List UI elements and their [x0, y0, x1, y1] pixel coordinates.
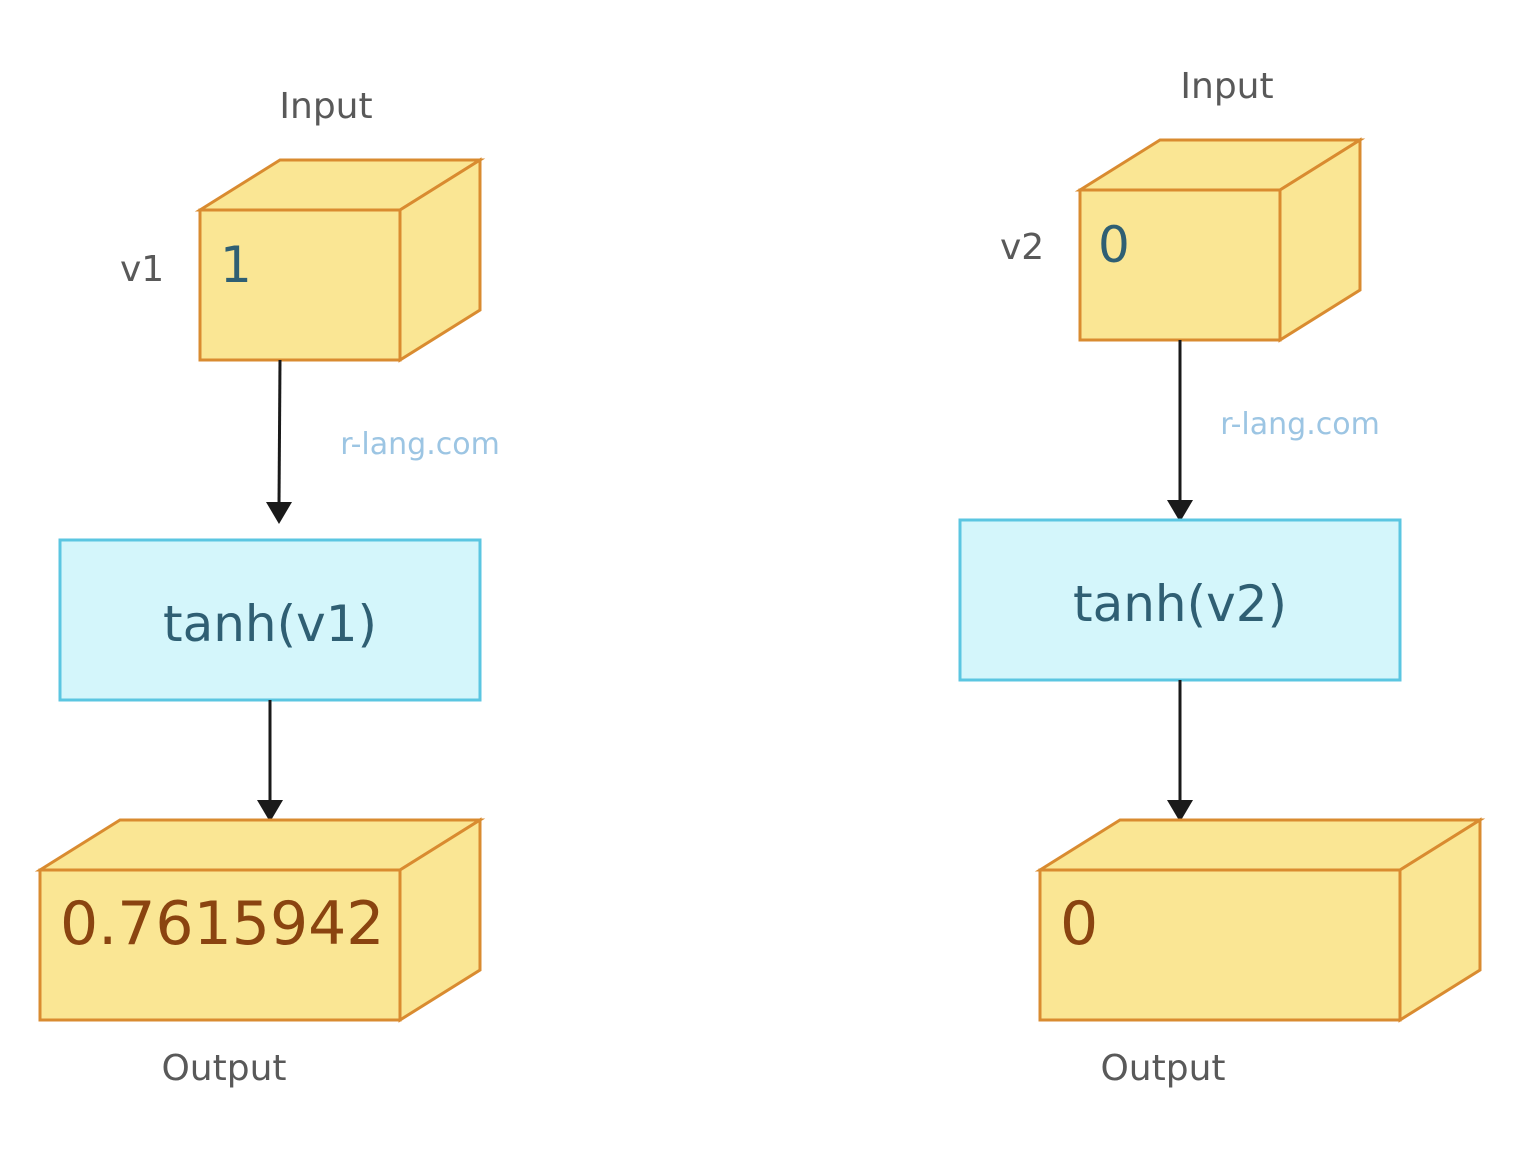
- function-label: tanh(v1): [163, 595, 377, 653]
- diagram-v1: Input v1 1 r-lang.com tanh(v1) 0.7615942…: [34, 86, 500, 1089]
- function-box: [58, 538, 482, 702]
- output-value: 0: [1060, 889, 1098, 959]
- input-cube: [194, 157, 486, 363]
- watermark: r-lang.com: [1220, 407, 1380, 442]
- arrow-function-to-output: [257, 700, 283, 822]
- output-label: Output: [1100, 1048, 1225, 1089]
- input-value: 0: [1098, 216, 1130, 274]
- output-cube: [34, 817, 486, 1023]
- arrow-input-to-function: [266, 359, 292, 524]
- output-cube-front: [1038, 868, 1402, 1022]
- output-cube-front: [38, 868, 402, 1022]
- diagram-v2: Input v2 0 r-lang.com tanh(v2) 0 Output: [958, 66, 1486, 1089]
- output-label: Output: [161, 1048, 286, 1089]
- input-label: Input: [279, 86, 372, 127]
- input-cube: [1074, 137, 1366, 343]
- variable-label: v1: [120, 249, 164, 290]
- input-cube-front: [1078, 188, 1282, 342]
- input-cube-front: [198, 208, 402, 362]
- arrow-function-to-output: [1167, 680, 1193, 822]
- arrow-input-to-function: [1167, 340, 1193, 522]
- input-value: 1: [220, 236, 252, 294]
- watermark: r-lang.com: [340, 427, 500, 462]
- output-cube: [1034, 817, 1486, 1023]
- input-label: Input: [1180, 66, 1273, 107]
- function-label: tanh(v2): [1073, 575, 1287, 633]
- variable-label: v2: [1000, 227, 1044, 268]
- output-value: 0.7615942: [60, 889, 384, 959]
